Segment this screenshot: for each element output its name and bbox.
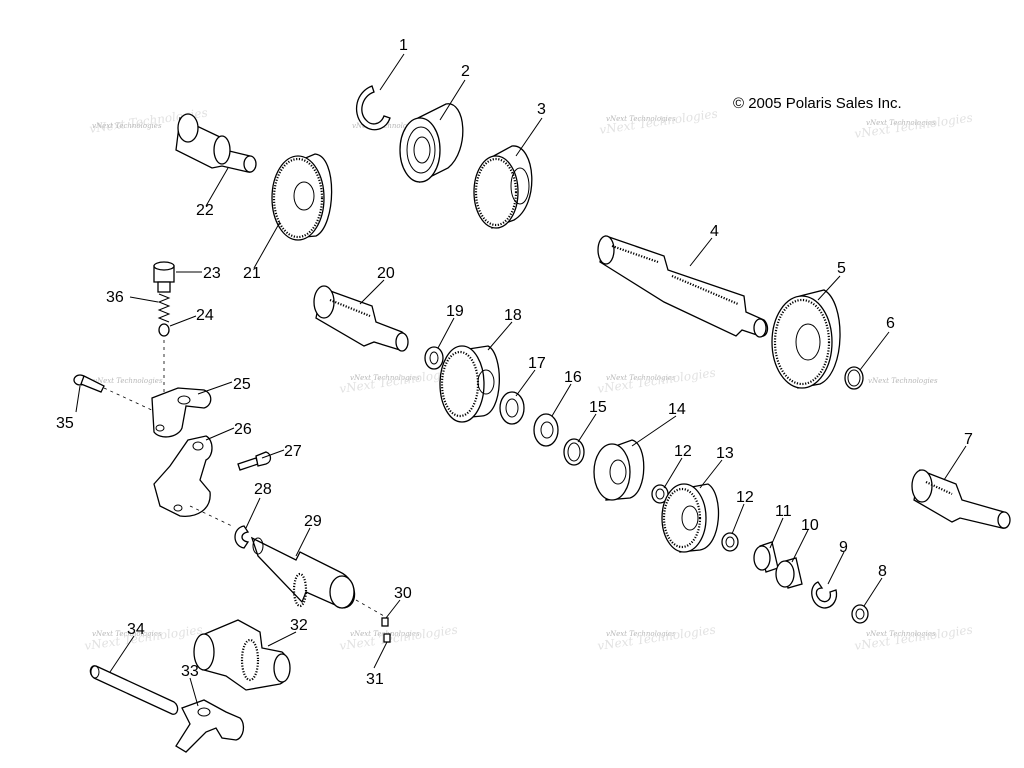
part-26-shift-plate bbox=[153, 435, 213, 517]
part-15-snap-ring bbox=[563, 438, 585, 466]
callout-7: 7 bbox=[964, 431, 973, 448]
callout-15: 15 bbox=[589, 399, 607, 416]
watermark-ghost: vNext Technologies bbox=[596, 623, 716, 653]
callout-10: 10 bbox=[801, 517, 819, 534]
part-28-clip bbox=[234, 525, 250, 549]
part-21-gear bbox=[271, 153, 333, 241]
watermark: vNext Technologies bbox=[606, 630, 676, 638]
callout-31: 31 bbox=[366, 671, 384, 688]
callout-29: 29 bbox=[304, 513, 322, 530]
callout-9: 9 bbox=[839, 539, 848, 556]
watermark: vNext Technologies bbox=[350, 374, 420, 382]
watermark-ghost: vNext Technologies bbox=[598, 107, 718, 137]
part-20-shaft bbox=[313, 285, 409, 352]
part-2-bearing bbox=[399, 103, 464, 184]
part-17-bearing bbox=[499, 391, 525, 425]
axis-line bbox=[189, 505, 233, 527]
callout-12-upper: 12 bbox=[674, 443, 692, 460]
callout-34: 34 bbox=[127, 621, 145, 638]
watermark: vNext Technologies bbox=[606, 115, 676, 123]
callout-12-lower: 12 bbox=[736, 489, 754, 506]
part-27-screw bbox=[237, 451, 272, 471]
watermark-ghost: vNext Technologies bbox=[853, 111, 973, 141]
watermark: vNext Technologies bbox=[866, 630, 936, 638]
leader-lines bbox=[75, 53, 967, 707]
callout-11: 11 bbox=[775, 503, 792, 520]
watermark: vNext Technologies bbox=[92, 122, 162, 130]
part-5-gear bbox=[771, 289, 841, 389]
watermark-ghost: vNext Technologies bbox=[853, 623, 973, 653]
part-10-bushing bbox=[775, 557, 803, 589]
callout-8: 8 bbox=[878, 563, 887, 580]
callout-13: 13 bbox=[716, 445, 734, 462]
callout-3: 3 bbox=[537, 101, 546, 118]
copyright-text: © 2005 Polaris Sales Inc. bbox=[733, 95, 902, 112]
part-8-washer bbox=[851, 604, 869, 624]
callout-5: 5 bbox=[837, 260, 846, 277]
watermark: vNext Technologies bbox=[93, 377, 163, 385]
part-25-bracket bbox=[151, 387, 212, 438]
callout-21: 21 bbox=[243, 265, 261, 282]
callout-17: 17 bbox=[528, 355, 546, 372]
part-13-gear bbox=[661, 483, 720, 553]
part-32-drum-assembly bbox=[193, 619, 291, 691]
part-31-pin bbox=[383, 633, 391, 643]
part-18-gear bbox=[439, 345, 500, 423]
callout-14: 14 bbox=[668, 401, 686, 418]
callout-24: 24 bbox=[196, 307, 214, 324]
watermark: vNext Technologies bbox=[866, 119, 936, 127]
callout-36: 36 bbox=[106, 289, 124, 306]
callout-32: 32 bbox=[290, 617, 308, 634]
part-22-shaft bbox=[175, 113, 257, 173]
callout-22: 22 bbox=[196, 202, 214, 219]
part-12-washer bbox=[721, 532, 739, 552]
watermark-ghost: vNext Technologies bbox=[338, 623, 458, 653]
callout-28: 28 bbox=[254, 481, 272, 498]
callout-26: 26 bbox=[234, 421, 252, 438]
part-3-gear bbox=[473, 145, 533, 229]
callout-23: 23 bbox=[203, 265, 221, 282]
part-19-washer bbox=[424, 346, 444, 370]
callout-25: 25 bbox=[233, 376, 251, 393]
part-9-snap-ring bbox=[811, 581, 838, 609]
part-16-washer bbox=[533, 413, 559, 447]
part-11-bushing bbox=[753, 541, 779, 573]
part-6-snap-ring bbox=[844, 366, 864, 390]
part-29-shift-drum bbox=[250, 536, 356, 609]
callout-20: 20 bbox=[377, 265, 395, 282]
part-1-snap-ring bbox=[355, 85, 391, 131]
watermark: vNext Technologies bbox=[868, 377, 938, 385]
part-23-bolt bbox=[153, 261, 175, 293]
part-7-output-shaft bbox=[911, 469, 1011, 529]
watermark: vNext Technologies bbox=[606, 374, 676, 382]
watermark-ghost: vNext Technologies bbox=[596, 366, 716, 396]
callout-30: 30 bbox=[394, 585, 412, 602]
part-34-rod bbox=[89, 665, 179, 715]
callout-35: 35 bbox=[56, 415, 74, 432]
callout-18: 18 bbox=[504, 307, 522, 324]
part-24-detent bbox=[158, 323, 170, 337]
part-36-spring bbox=[157, 293, 171, 323]
axis-line bbox=[355, 599, 385, 617]
watermark: vNext Technologies bbox=[352, 122, 422, 130]
callout-4: 4 bbox=[710, 223, 719, 240]
callout-6: 6 bbox=[886, 315, 895, 332]
axis-line bbox=[103, 387, 157, 413]
callout-labels: 1 2 3 4 5 6 7 8 9 10 11 12 12 13 14 15 1… bbox=[56, 37, 973, 688]
callout-2: 2 bbox=[461, 63, 470, 80]
callout-33: 33 bbox=[181, 663, 199, 680]
part-35-bolt bbox=[73, 374, 105, 393]
part-4-main-shaft bbox=[597, 235, 769, 338]
callout-1: 1 bbox=[399, 37, 408, 54]
part-14-shift-collar bbox=[593, 439, 645, 501]
watermark: vNext Technologies bbox=[92, 630, 162, 638]
callout-16: 16 bbox=[564, 369, 582, 386]
callout-27: 27 bbox=[284, 443, 302, 460]
part-33-shift-fork bbox=[175, 699, 245, 753]
part-30-pin bbox=[381, 617, 389, 627]
callout-19: 19 bbox=[446, 303, 464, 320]
